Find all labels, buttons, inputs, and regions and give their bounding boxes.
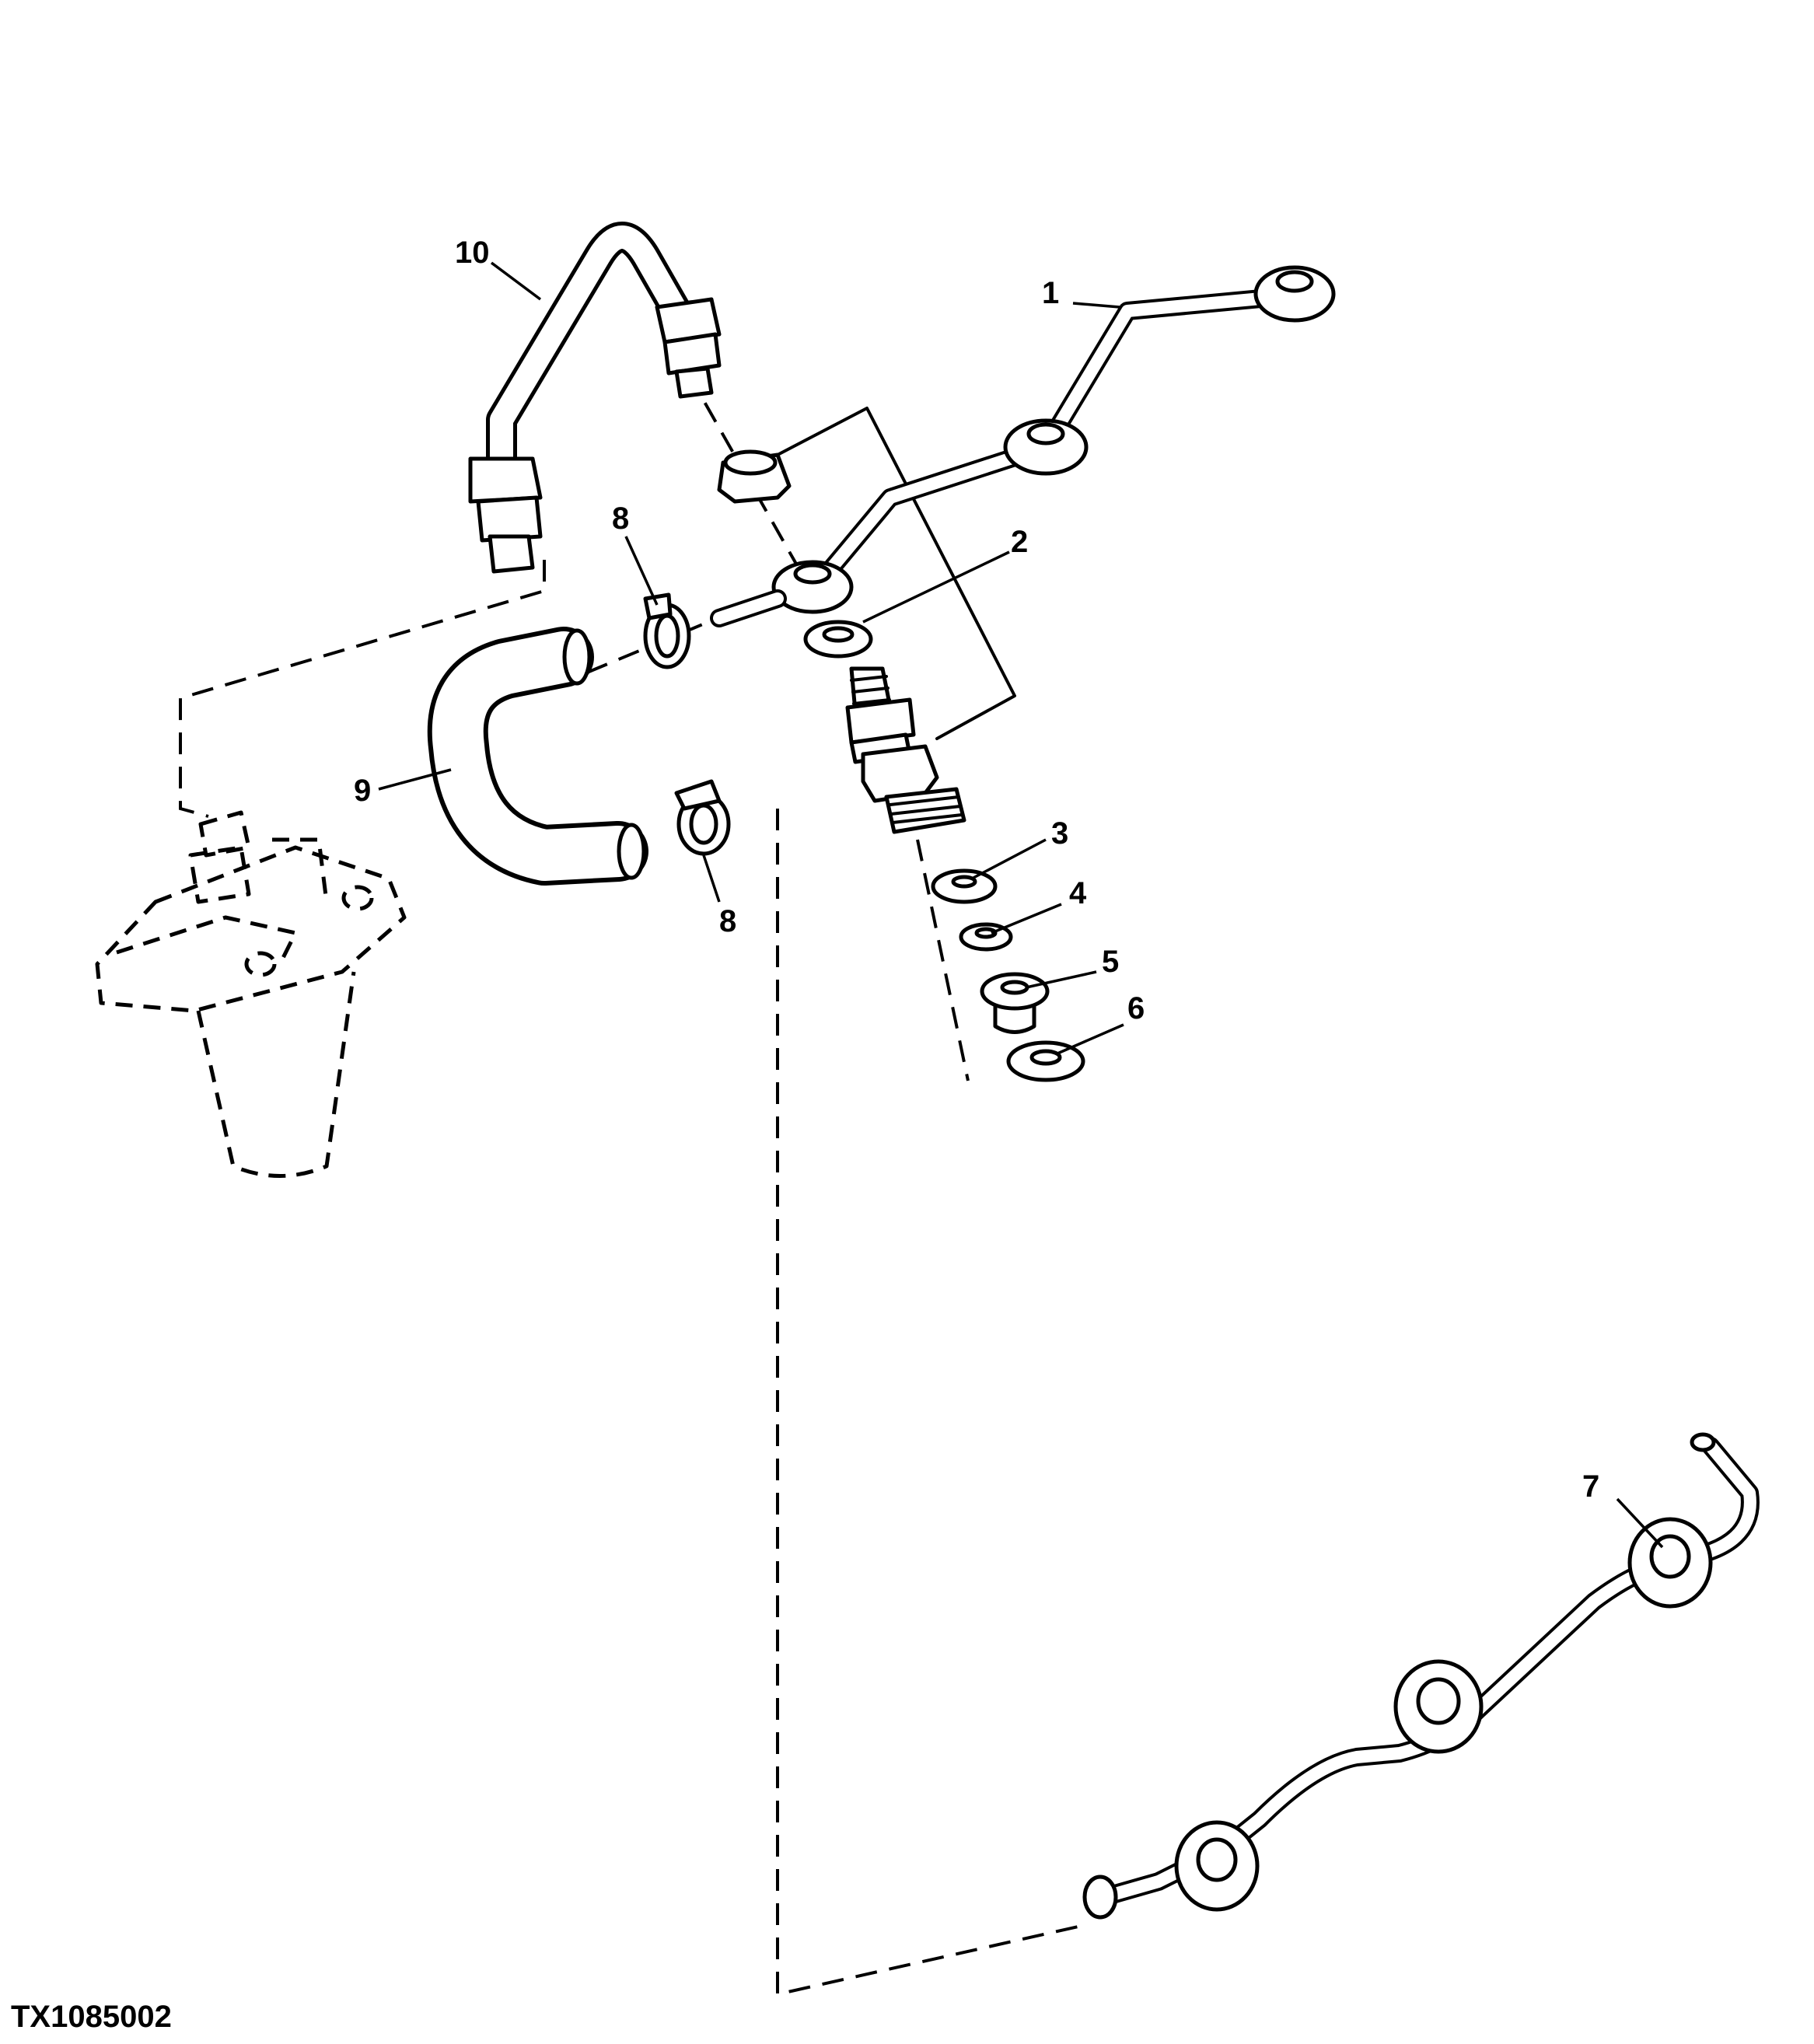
gasket-part-6 <box>1006 1040 1085 1082</box>
callout-2: 2 <box>1011 525 1028 559</box>
nozzle-holder-part-5 <box>980 972 1050 1034</box>
callout-10: 10 <box>455 236 490 270</box>
fuel-hose-part-9 <box>427 627 648 886</box>
hose-clamp-upper-part-8 <box>643 592 691 669</box>
callout-7: 7 <box>1582 1469 1599 1504</box>
callout-3: 3 <box>1051 816 1068 851</box>
callout-leaders <box>378 261 1664 1549</box>
callout-labels: 10 1 2 3 4 5 6 7 8 8 9 <box>354 236 1599 1504</box>
assembly-dash-lines <box>179 372 1089 1997</box>
callout-8-lower: 8 <box>719 904 736 938</box>
callout-8-upper: 8 <box>612 501 629 536</box>
injection-line-part-10 <box>468 222 722 574</box>
leak-off-line-part-1 <box>710 265 1336 627</box>
figure-id-label: TX1085002 <box>11 2000 172 2034</box>
sealing-washer-part-2 <box>803 620 873 659</box>
callout-4: 4 <box>1069 876 1087 910</box>
callout-9: 9 <box>354 774 371 808</box>
callout-5: 5 <box>1102 945 1119 979</box>
fuel-injector <box>845 666 966 834</box>
washer-part-3 <box>931 868 998 904</box>
leak-off-pipe-part-7 <box>1082 1432 1760 1920</box>
callout-6: 6 <box>1127 991 1145 1025</box>
callout-1: 1 <box>1042 276 1059 310</box>
hose-clamp-lower-part-8 <box>674 779 731 856</box>
banjo-nut <box>717 449 792 504</box>
leak-off-bracket <box>776 407 1016 740</box>
fuel-filter-ghost <box>95 810 407 1178</box>
